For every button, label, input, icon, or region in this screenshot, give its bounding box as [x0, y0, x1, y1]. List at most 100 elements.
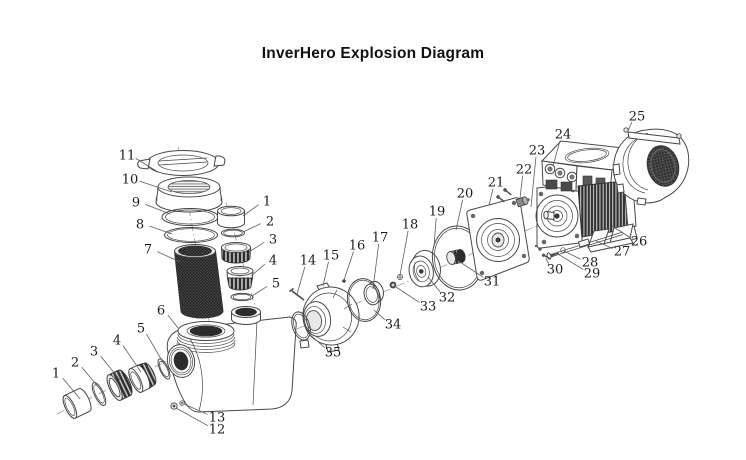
callout-1: 1: [52, 367, 60, 382]
mechanical-seal-part: [446, 249, 466, 265]
callout-2: 2: [266, 215, 274, 230]
callout-5: 5: [272, 277, 280, 292]
union-oring2-top-part: [230, 292, 254, 302]
union-oring-top-part: [221, 228, 245, 238]
callout-7: 7: [144, 243, 152, 258]
callout-21: 21: [488, 176, 505, 191]
callout-8: 8: [136, 218, 144, 233]
leader-line-17: [372, 243, 380, 290]
leader-line-5: [146, 333, 165, 365]
callout-26: 26: [631, 235, 648, 250]
callout-28: 28: [582, 256, 599, 271]
callout-22: 22: [516, 163, 533, 178]
leader-line-20: [455, 199, 464, 231]
callout-25: 25: [629, 110, 646, 125]
callout-16: 16: [349, 239, 366, 254]
wear-ring-part: [363, 280, 384, 306]
leader-line-2: [242, 223, 261, 233]
lid-cover-part: [155, 176, 223, 213]
leader-line-11: [135, 158, 159, 173]
leader-line-34: [373, 309, 386, 321]
leader-line-31: [459, 261, 484, 278]
leader-line-30: [545, 257, 550, 264]
callout-17: 17: [372, 231, 389, 246]
leader-line-28: [563, 250, 581, 260]
diffuser-part: [299, 282, 360, 353]
callout-11: 11: [119, 149, 136, 164]
lid-gasket-part: [164, 227, 218, 243]
leader-line-19: [433, 217, 437, 248]
leader-line-32: [427, 276, 441, 293]
leader-line-12: [175, 407, 209, 427]
lid-lock-ring-part: [137, 150, 226, 176]
callout-4: 4: [269, 254, 277, 269]
fan-cover-part: [612, 127, 690, 206]
leader-line-21: [488, 188, 494, 206]
union-oring2-front-part: [157, 358, 171, 380]
callout-10: 10: [122, 173, 139, 188]
shaft-washer-part: [397, 274, 403, 280]
leader-line-3: [248, 241, 265, 253]
leader-line-10: [139, 180, 173, 193]
union-nut-top-part: [221, 242, 251, 264]
leader-line-26: [611, 225, 631, 238]
leader-line-18: [399, 230, 409, 276]
callout-29: 29: [584, 267, 601, 282]
control-box-part: [540, 140, 634, 193]
leader-line-7: [157, 251, 181, 263]
callout-18: 18: [402, 218, 419, 233]
strainer-basket-part: [174, 244, 224, 319]
base-screws-part: [534, 244, 566, 259]
callout-2: 2: [71, 356, 79, 371]
drain-plug-part: [170, 402, 178, 410]
callout-24: 24: [555, 128, 572, 143]
leader-line-4: [250, 263, 266, 277]
callout-5: 5: [137, 322, 145, 337]
union-cap-top-part: [217, 205, 245, 229]
callout-9: 9: [132, 196, 140, 211]
callout-33: 33: [420, 300, 437, 315]
diagram-title: InverHero Explosion Diagram: [261, 45, 485, 62]
union-cap-front-part: [62, 388, 92, 419]
impeller-part: [408, 249, 441, 288]
callout-20: 20: [457, 187, 474, 202]
plug-fitting-part: [515, 196, 530, 208]
diffuser-oring-small-part: [291, 311, 311, 341]
leader-line-29: [557, 253, 584, 270]
impeller-nut-part: [389, 281, 397, 289]
leader-line-23: [530, 156, 537, 208]
callout-4: 4: [113, 334, 121, 349]
leader-line-15: [322, 261, 329, 287]
callout-30: 30: [547, 263, 564, 278]
callout-6: 6: [157, 304, 165, 319]
leader-line-25: [627, 121, 633, 132]
callout-15: 15: [323, 249, 340, 264]
callout-13: 13: [209, 411, 226, 426]
leader-line-1: [62, 377, 81, 400]
union-adapter-top-part: [226, 266, 254, 291]
seal-plate-screw: [503, 188, 512, 196]
leader-line-8: [149, 225, 173, 235]
leader-line-2: [81, 366, 101, 390]
leader-line-27: [595, 240, 613, 249]
callout-31: 31: [484, 275, 501, 290]
leader-line-35: [307, 332, 326, 349]
leader-line-6: [167, 314, 179, 329]
leader-line-22: [519, 175, 524, 199]
callout-27: 27: [614, 245, 631, 260]
leader-line-24: [552, 140, 561, 167]
drain-washer-part: [179, 400, 185, 406]
diffuser-screw-part: [342, 279, 346, 283]
callout-34: 34: [385, 318, 402, 333]
leader-line-4: [122, 345, 142, 373]
leader-line-1: [242, 204, 259, 217]
leader-line-9: [145, 203, 171, 215]
callout-3: 3: [269, 233, 277, 248]
leader-line-33: [395, 286, 420, 303]
seal-plate-screw: [496, 195, 505, 203]
leader-line-3: [100, 355, 121, 381]
union-nut-front-part: [106, 369, 133, 401]
leader-line-16: [343, 251, 354, 281]
